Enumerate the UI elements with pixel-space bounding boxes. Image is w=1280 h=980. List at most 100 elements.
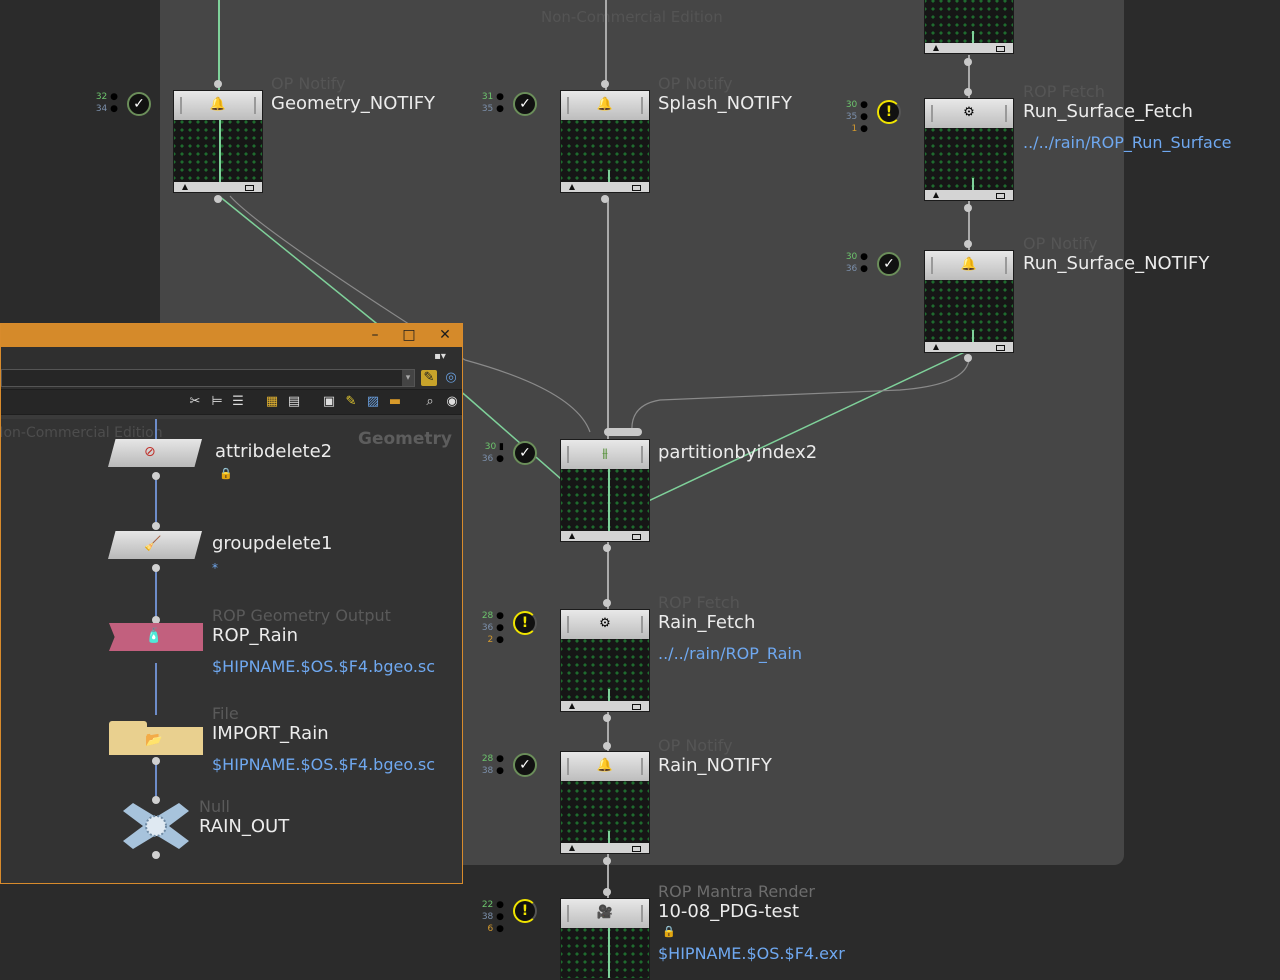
- rain-fetch-path[interactable]: ../../rain/ROP_Rain: [658, 644, 802, 663]
- splash-notify-input-connector[interactable]: [601, 80, 609, 88]
- tree-icon[interactable]: ⊨: [211, 394, 223, 409]
- rain-notify-input-connector[interactable]: [603, 742, 611, 750]
- groupdelete-name[interactable]: groupdelete1: [212, 533, 333, 554]
- run-surface-fetch-node[interactable]: ⚙: [924, 98, 1014, 201]
- groupdelete-input-connector[interactable]: [152, 522, 160, 530]
- rain-fetch-status-badge: !: [513, 611, 537, 635]
- geometry-notify-input-connector[interactable]: [214, 80, 222, 88]
- wire: [155, 569, 157, 621]
- rain-notify-name[interactable]: Rain_NOTIFY: [658, 755, 772, 776]
- eye-icon[interactable]: ◉: [446, 394, 458, 409]
- grid-view-icon[interactable]: ▦: [265, 394, 279, 409]
- checkmark-icon: ✓: [519, 96, 531, 112]
- pane-menu-icon[interactable]: ▪▾: [434, 351, 446, 362]
- rain-fetch-input-connector[interactable]: [603, 599, 611, 607]
- groupdelete-node[interactable]: 🧹: [108, 531, 208, 559]
- mantra-render-icon: 🎥: [596, 905, 614, 920]
- run-surface-fetch-path[interactable]: ../../rain/ROP_Run_Surface: [1023, 133, 1232, 152]
- mantra-name[interactable]: 10-08_PDG-test: [658, 901, 800, 922]
- checkmark-icon: ✓: [519, 757, 531, 773]
- geometry-notify-name[interactable]: Geometry_NOTIFY: [271, 93, 436, 114]
- network-box-icon[interactable]: ▬: [388, 394, 402, 409]
- context-label: Geometry: [358, 429, 452, 449]
- geometry-notify-status-badge: ✓: [127, 92, 151, 116]
- import-rain-output-connector[interactable]: [152, 757, 160, 765]
- partition-merge-input[interactable]: [604, 428, 642, 436]
- lock-icon: 🔒: [662, 925, 676, 938]
- minimize-button[interactable]: –: [371, 327, 379, 343]
- splash-notify-node[interactable]: 🔔: [560, 90, 650, 193]
- geometry-notify-output-connector[interactable]: [214, 195, 222, 203]
- run-surface-fetch-stats: 30 ●35 ●1 ●: [845, 100, 868, 134]
- rain-notify-node[interactable]: 🔔: [560, 751, 650, 854]
- run-surface-fetch-name[interactable]: Run_Surface_Fetch: [1023, 101, 1193, 122]
- rain-out-node[interactable]: [123, 803, 189, 849]
- geometry-notify-type: OP Notify: [271, 74, 346, 93]
- run-surface-notify-name[interactable]: Run_Surface_NOTIFY: [1023, 253, 1210, 274]
- splash-notify-output-connector[interactable]: [601, 195, 609, 203]
- rop-rain-node[interactable]: 🧴: [109, 623, 203, 651]
- upstream-node[interactable]: [924, 0, 1014, 54]
- rain-fetch-name[interactable]: Rain_Fetch: [658, 612, 756, 633]
- close-button[interactable]: ✕: [439, 327, 451, 343]
- rain-notify-output-connector[interactable]: [603, 857, 611, 865]
- groupdelete-output-connector[interactable]: [152, 564, 160, 572]
- splash-notify-type: OP Notify: [658, 74, 733, 93]
- partition-output-connector[interactable]: [603, 544, 611, 552]
- mantra-node[interactable]: 🎥: [560, 898, 650, 980]
- mantra-input-connector[interactable]: [603, 888, 611, 896]
- network-path-field[interactable]: ▾: [1, 369, 415, 387]
- rain-out-name[interactable]: RAIN_OUT: [199, 816, 290, 837]
- rop-rain-output-path[interactable]: $HIPNAME.$OS.$F4.bgeo.sc: [212, 657, 436, 676]
- rop-rain-type: ROP Geometry Output: [212, 606, 391, 625]
- partition-node[interactable]: ⫵: [560, 439, 650, 542]
- geometry-notify-stats: 32 ●34 ●: [95, 92, 118, 114]
- geometry-notify-node[interactable]: 🔔: [173, 90, 263, 193]
- partition-name[interactable]: partitionbyindex2: [658, 442, 818, 463]
- table-view-icon[interactable]: ▤: [287, 394, 301, 409]
- pin-icon[interactable]: ✎: [421, 370, 437, 386]
- run-surface-fetch-output-connector[interactable]: [964, 204, 972, 212]
- window-title-bar[interactable]: – □ ✕: [1, 324, 462, 347]
- search-icon[interactable]: ⌕: [426, 394, 434, 409]
- note-icon[interactable]: ▣: [322, 394, 336, 409]
- import-rain-name[interactable]: IMPORT_Rain: [212, 723, 329, 744]
- mantra-stats: 22 ●38 ●6 ●: [481, 900, 504, 934]
- floating-network-window[interactable]: – □ ✕ ▪▾ ▾ ✎ ◎ ✂ ⊨ ☰ ▦ ▤ ▣ ✎ ▨ ▬ ⌕ ◉ Non…: [0, 323, 463, 884]
- import-rain-node[interactable]: 📂: [109, 721, 203, 755]
- sticky-note-icon[interactable]: ✎: [345, 394, 357, 409]
- run-surface-notify-output-connector[interactable]: [964, 354, 972, 362]
- image-icon[interactable]: ▨: [366, 394, 380, 409]
- rain-out-output-connector[interactable]: [152, 851, 160, 859]
- link-icon[interactable]: ◎: [445, 370, 457, 385]
- rop-rain-name[interactable]: ROP_Rain: [212, 625, 299, 646]
- rain-fetch-type: ROP Fetch: [658, 593, 740, 612]
- splash-notify-name[interactable]: Splash_NOTIFY: [658, 93, 792, 114]
- rain-fetch-node[interactable]: ⚙: [560, 609, 650, 712]
- geometry-network-canvas[interactable]: Non-Commercial Edition Geometry ⊘ attrib…: [1, 419, 462, 883]
- run-surface-fetch-input-connector[interactable]: [964, 88, 972, 96]
- rain-out-input-connector[interactable]: [152, 796, 160, 804]
- rop-rain-input-connector[interactable]: [152, 616, 160, 624]
- upstream-node-output-connector[interactable]: [964, 58, 972, 66]
- run-surface-fetch-status-badge: !: [877, 100, 901, 124]
- attribdelete-output-connector[interactable]: [152, 472, 160, 480]
- rain-fetch-output-connector[interactable]: [603, 714, 611, 722]
- partition-status-badge: ✓: [513, 441, 537, 465]
- chevron-down-icon[interactable]: ▾: [402, 370, 414, 386]
- rop-geometry-icon: 🧴: [145, 628, 163, 644]
- attribdelete-node[interactable]: ⊘: [108, 439, 208, 467]
- checkmark-icon: ✓: [883, 256, 895, 272]
- maximize-button[interactable]: □: [402, 327, 416, 343]
- fetch-icon: ⚙: [599, 616, 611, 631]
- tools-icon[interactable]: ✂: [189, 394, 201, 409]
- run-surface-notify-stats: 30 ●36 ●: [845, 252, 868, 274]
- run-surface-notify-input-connector[interactable]: [964, 240, 972, 248]
- mantra-output-path[interactable]: $HIPNAME.$OS.$F4.exr: [658, 944, 845, 963]
- import-rain-file-path[interactable]: $HIPNAME.$OS.$F4.bgeo.sc: [212, 755, 436, 774]
- attribdelete-name[interactable]: attribdelete2: [215, 441, 333, 462]
- run-surface-notify-node[interactable]: 🔔: [924, 250, 1014, 353]
- list-icon[interactable]: ☰: [232, 394, 244, 409]
- exclamation-icon: !: [885, 104, 893, 120]
- attribute-delete-icon: ⊘: [144, 444, 156, 460]
